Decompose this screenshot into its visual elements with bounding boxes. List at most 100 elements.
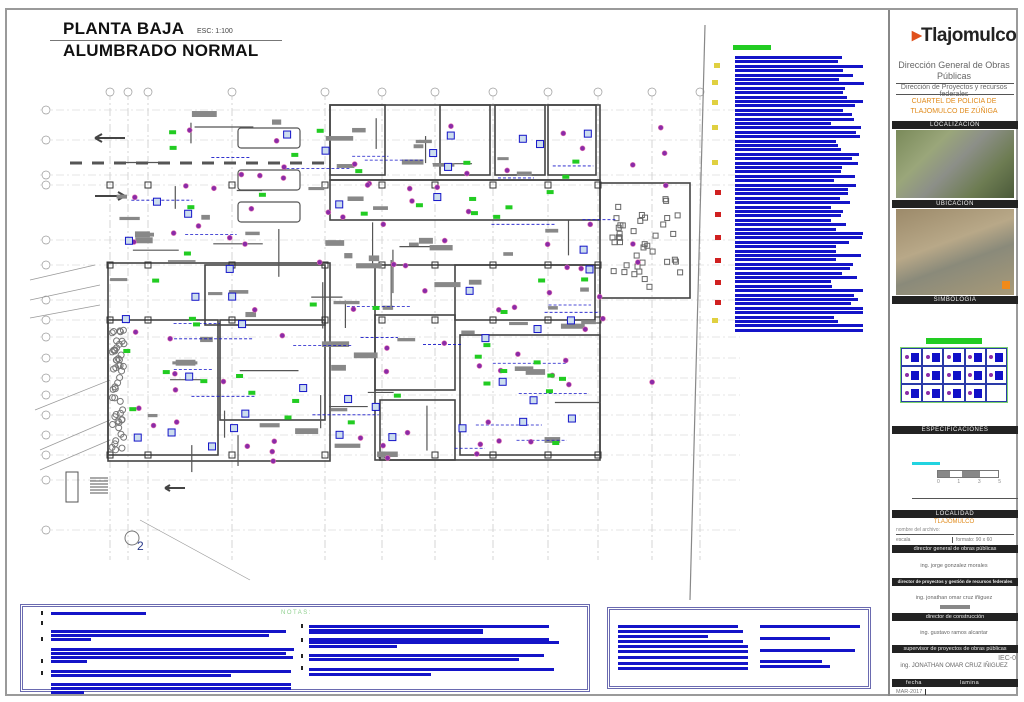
legend-text-line: [735, 236, 862, 240]
note-text-line: [309, 658, 519, 661]
furniture: [331, 364, 346, 371]
luminaire: [238, 320, 247, 329]
luminaire-icon: [974, 352, 983, 362]
column: [594, 451, 602, 459]
diagonal-axis: [29, 284, 101, 301]
column: [228, 451, 236, 459]
circuit-tag: [493, 214, 501, 219]
circuit-tag: [248, 390, 256, 395]
legend-cell: [901, 384, 923, 402]
luminaire: [225, 264, 234, 273]
luminaire-icon: [931, 352, 940, 362]
legend-text-line: [735, 69, 844, 73]
column: [489, 181, 497, 189]
furniture: [325, 240, 345, 246]
light-fixture: [167, 335, 173, 342]
chair: [637, 217, 644, 224]
site-aerial-image: [896, 209, 1014, 295]
light-fixture: [422, 288, 428, 294]
note-text-line: [51, 691, 84, 694]
circuit-tag: [483, 343, 491, 348]
circuit-tag: [123, 348, 131, 353]
spec-line: [912, 462, 940, 465]
fixture-plumbing: [118, 416, 126, 424]
circuit-tag: [355, 169, 363, 174]
chair: [672, 258, 679, 265]
chair: [677, 269, 684, 276]
chair: [670, 230, 677, 237]
column: [321, 316, 329, 324]
circuit-tag: [474, 354, 482, 359]
furniture: [429, 245, 453, 251]
legend-symbol: [715, 235, 721, 240]
chair: [613, 215, 620, 222]
legend-text-line: [735, 328, 864, 332]
light-fixture: [600, 315, 606, 322]
light-fixture: [364, 182, 371, 188]
light-fixture: [351, 161, 358, 167]
column: [544, 451, 552, 459]
luminaire: [458, 424, 467, 433]
luminaire: [529, 396, 538, 405]
stair-landing: [65, 471, 79, 503]
light-fixture: [384, 455, 391, 461]
note-text-line: [51, 674, 231, 677]
fixture-dot-icon: [968, 373, 973, 377]
grid-bubble: [593, 87, 603, 97]
note-bullet: [41, 611, 43, 615]
light-fixture: [562, 357, 569, 364]
chair: [616, 230, 623, 237]
wall: [374, 314, 456, 391]
grid-bubble: [695, 87, 705, 97]
legend-text-line: [735, 166, 843, 169]
luminaire: [446, 131, 455, 140]
light-fixture: [465, 208, 472, 215]
light-fixture: [579, 145, 586, 152]
fixture-dot-icon: [904, 391, 909, 395]
light-fixture: [657, 124, 664, 131]
light-fixture: [476, 363, 483, 369]
fixture-dot-icon: [904, 373, 909, 377]
light-fixture: [150, 422, 157, 429]
note-text-line: [618, 656, 748, 659]
column: [489, 316, 497, 324]
legend-cell: [964, 366, 986, 384]
luminaire-icon: [974, 388, 983, 398]
circuit-tag: [572, 159, 580, 164]
scale-field: escala: [896, 537, 953, 543]
column: [544, 181, 552, 189]
graphic-scale-bar: [937, 470, 999, 478]
agency-name: Dirección General de Obras Públicas: [898, 60, 1010, 81]
luminaire-icon: [952, 370, 961, 380]
circuit-tag: [562, 174, 570, 179]
legend-symbol: [715, 212, 721, 217]
furniture: [525, 369, 546, 375]
diagonal-axis: [139, 519, 251, 581]
light-fixture: [564, 264, 570, 271]
legend-cell: [922, 384, 944, 402]
furniture: [325, 136, 354, 141]
column: [144, 261, 152, 269]
legend-text-line: [735, 302, 851, 306]
chair: [664, 258, 671, 265]
circuit-tag: [372, 305, 380, 310]
light-fixture: [390, 261, 397, 268]
grid-bubble: [227, 87, 237, 97]
light-fixture: [635, 259, 641, 266]
light-fixture: [380, 442, 386, 449]
legend-text-line: [735, 78, 839, 81]
legend-text-line: [735, 315, 835, 319]
chair: [616, 234, 623, 241]
furniture: [245, 311, 257, 318]
circuit-tag: [360, 211, 368, 216]
legend-text-line: [735, 183, 856, 187]
grid-bubble: [41, 525, 51, 535]
chair: [615, 203, 622, 210]
legend-text-line: [735, 130, 856, 134]
furniture: [397, 338, 416, 342]
note-text-line: [309, 668, 554, 671]
legend-text-line: [735, 271, 842, 275]
note-text-line: [51, 687, 291, 690]
note-text-line: [309, 654, 544, 657]
